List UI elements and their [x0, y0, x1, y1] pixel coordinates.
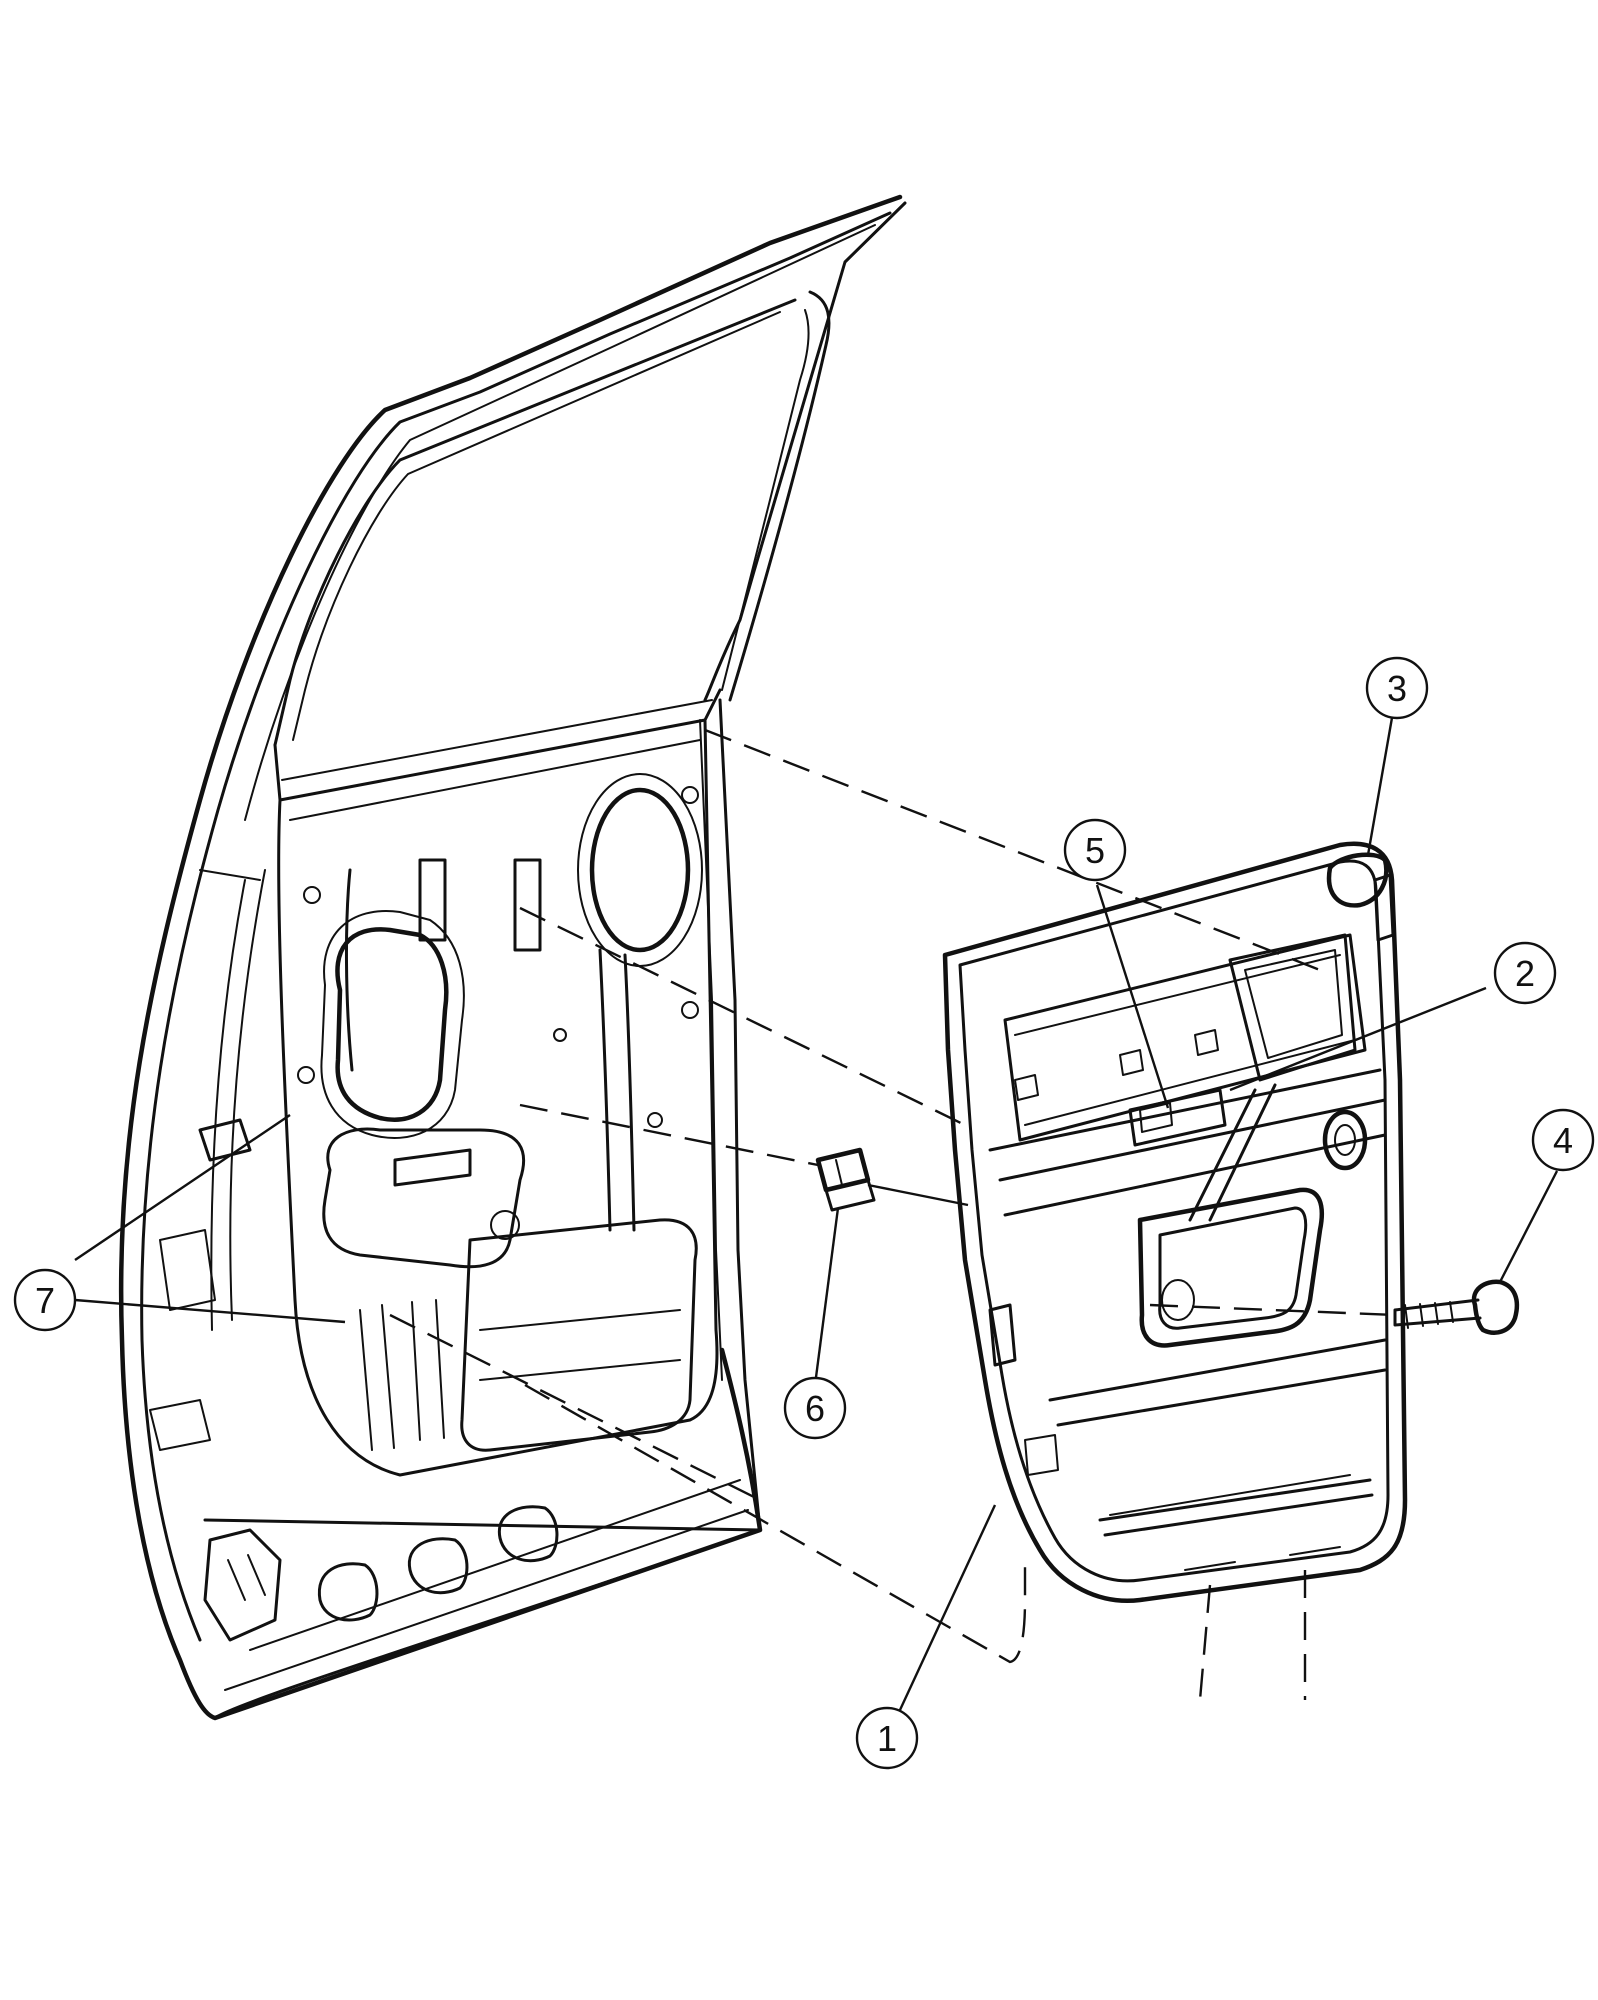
callout-3: 3: [1365, 656, 1429, 720]
callout-label: 4: [1553, 1120, 1573, 1161]
callout-7: 7: [13, 1268, 77, 1332]
callout-6: 6: [783, 1376, 847, 1440]
door-trim-panel: [942, 841, 1408, 1603]
callout-label: 6: [805, 1388, 825, 1429]
callout-label: 7: [35, 1280, 55, 1321]
callout-label: 5: [1085, 830, 1105, 871]
drain-hole: [317, 1562, 379, 1622]
callout-label: 2: [1515, 953, 1535, 994]
screw-part: [1393, 1279, 1520, 1335]
callout-2: 2: [1493, 941, 1557, 1005]
drain-hole: [407, 1537, 469, 1595]
callout-5: 5: [1063, 818, 1127, 882]
assembly-lines: [389, 728, 1396, 1701]
door-shell: [118, 194, 907, 1721]
speaker-opening: [589, 787, 691, 953]
callout-label: 1: [877, 1718, 897, 1759]
clip-part: [815, 1147, 876, 1212]
drain-hole: [497, 1505, 559, 1563]
callout-4: 4: [1531, 1108, 1595, 1172]
leader-lines: [74, 711, 1559, 1739]
callout-1: 1: [855, 1706, 919, 1770]
callout-label: 3: [1387, 668, 1407, 709]
